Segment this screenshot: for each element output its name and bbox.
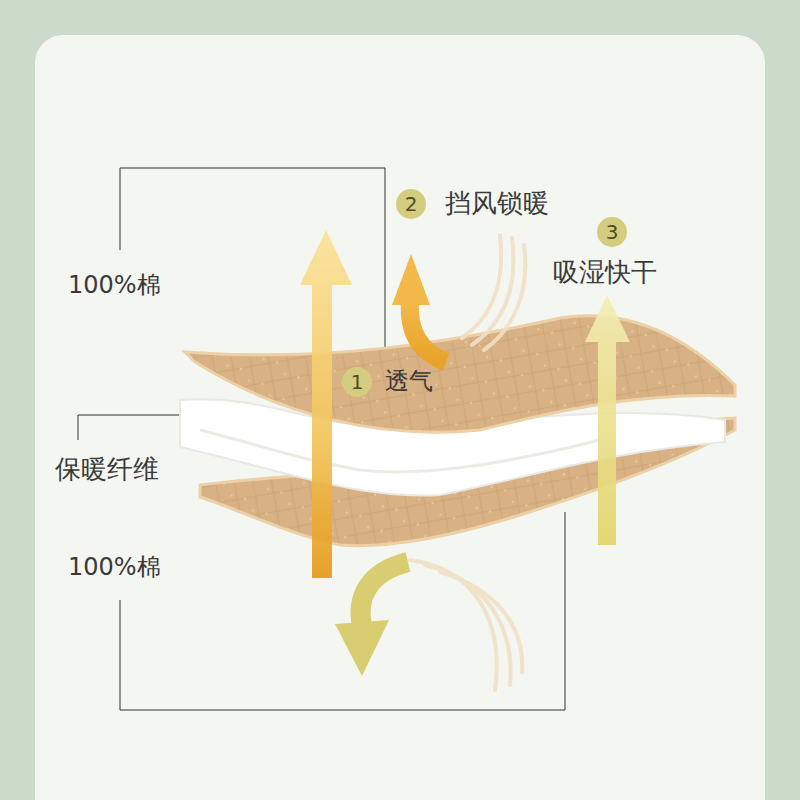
warm-arrow-head xyxy=(335,620,389,676)
layer-label: 挡风锁暖 xyxy=(445,189,549,219)
fibre-texture xyxy=(200,430,600,472)
warm-arrow xyxy=(361,562,408,626)
layer-label: 吸湿快干 xyxy=(553,258,657,288)
leader-line xyxy=(120,168,385,362)
panel xyxy=(35,35,765,800)
callout-circle: 3 xyxy=(597,217,627,247)
layer-label: 透气 xyxy=(385,368,433,396)
wind-arrow-head xyxy=(392,254,430,305)
layer-label: 100%棉 xyxy=(68,272,161,300)
callout-number: 2 xyxy=(405,194,418,214)
layer-label: 100%棉 xyxy=(68,554,161,582)
wind-arrow xyxy=(410,302,446,362)
moisture-arrow xyxy=(585,295,630,545)
breath-arrow xyxy=(300,230,352,578)
callout-number: 3 xyxy=(606,222,619,242)
layer-label: 保暖纤维 xyxy=(55,455,159,485)
callout-number: 1 xyxy=(351,372,364,392)
cotton-layer xyxy=(185,316,735,432)
callout-circle: 2 xyxy=(396,189,426,219)
callout-circle: 1 xyxy=(342,367,372,397)
